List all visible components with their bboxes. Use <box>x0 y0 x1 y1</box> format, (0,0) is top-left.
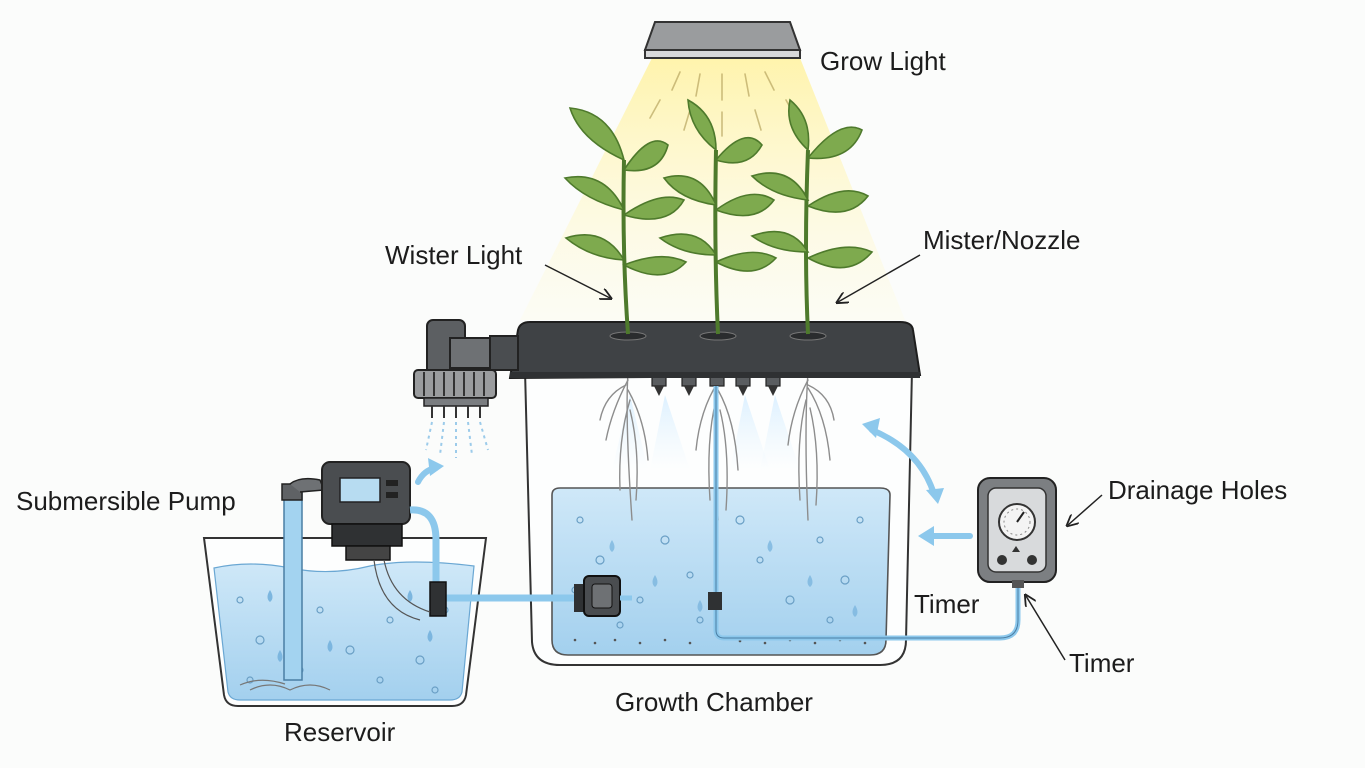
mister-head-icon <box>651 375 781 396</box>
flow-controller-icon <box>574 575 632 617</box>
plant-icon <box>563 98 874 335</box>
timer-dial-icon <box>977 477 1057 588</box>
annotation-arrows <box>544 254 1103 661</box>
tube-connector <box>708 592 722 610</box>
label-growth-chamber: Growth Chamber <box>615 687 813 717</box>
label-drainage-holes: Drainage Holes <box>1108 475 1288 505</box>
mist-sprays <box>612 395 800 470</box>
label-submersible-pump: Submersible Pump <box>16 486 236 516</box>
label-grow-light: Grow Light <box>820 46 946 76</box>
mister-pump-icon <box>413 319 519 458</box>
reservoir-tank <box>202 537 488 707</box>
label-mister-nozzle: Mister/Nozzle <box>923 225 1081 255</box>
label-timer-right: Timer <box>1069 648 1135 678</box>
submersible-pump-icon <box>281 461 411 681</box>
label-wister-light: Wister Light <box>385 240 523 270</box>
chamber-lid <box>508 321 922 380</box>
supply-hose <box>373 506 576 621</box>
label-timer-left: Timer <box>914 589 980 619</box>
chamber-bubbles <box>571 515 864 629</box>
grow-light-icon <box>643 21 802 59</box>
label-reservoir: Reservoir <box>284 717 396 747</box>
